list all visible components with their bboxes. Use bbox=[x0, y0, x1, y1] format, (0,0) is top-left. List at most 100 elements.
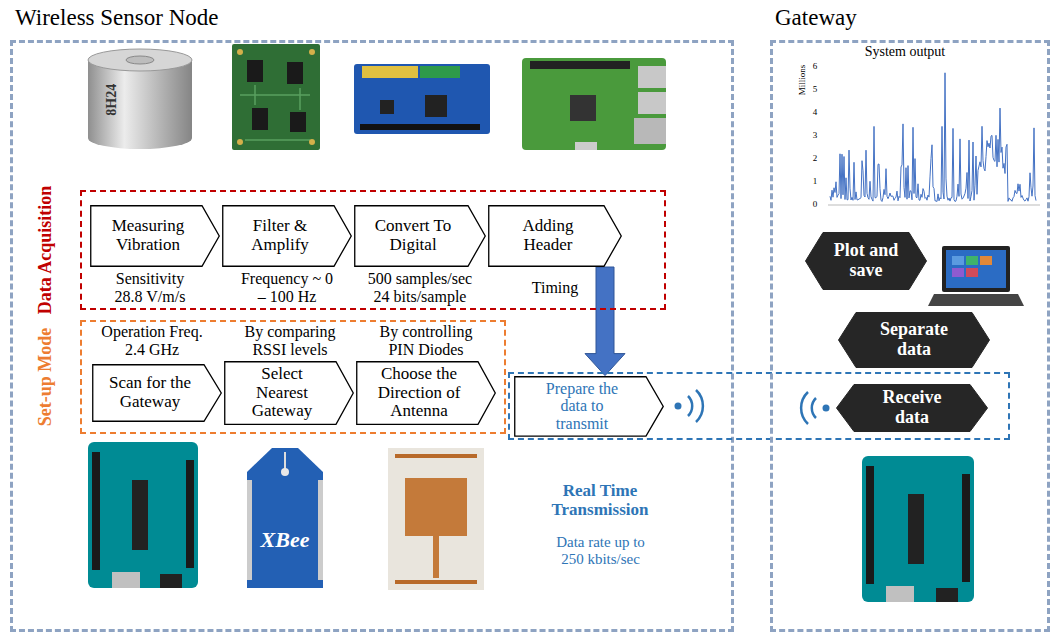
usb-port bbox=[886, 586, 914, 602]
group-title: Real Time Transmission bbox=[545, 482, 655, 519]
tile bbox=[952, 268, 964, 277]
process-text: Prepare the data to transmit bbox=[536, 380, 628, 433]
annotation-label: Timing bbox=[515, 279, 595, 297]
process-arrow: Choose the Direction of Antenna bbox=[356, 361, 496, 425]
pentagon-shape bbox=[357, 362, 496, 425]
hexagon-shape bbox=[806, 233, 927, 290]
power-jack bbox=[936, 588, 958, 602]
terminal-block bbox=[362, 66, 418, 78]
pad bbox=[237, 139, 243, 145]
signal-arc bbox=[812, 398, 816, 418]
annotation-label: Sensitivity 28.8 V/m/s bbox=[103, 270, 198, 305]
process-arrow: Convert To Digital bbox=[354, 205, 486, 267]
process-arrow: Filter & Amplify bbox=[222, 205, 352, 267]
output-chart bbox=[828, 73, 1040, 205]
process-arrow: Adding Header bbox=[488, 205, 622, 267]
axis-tick: 4 bbox=[813, 108, 818, 118]
tile bbox=[952, 256, 964, 265]
antenna-base bbox=[281, 468, 289, 476]
mcu-chip bbox=[908, 494, 924, 564]
dac-chip bbox=[380, 100, 394, 114]
arduino-board bbox=[88, 442, 198, 588]
xbee-pins bbox=[247, 480, 252, 580]
laptop-base bbox=[928, 294, 1024, 306]
process-text: Measuring Vibration bbox=[98, 217, 198, 254]
arduino-board bbox=[862, 456, 974, 602]
axis-tick: 0 bbox=[813, 200, 818, 210]
pcb-traces bbox=[240, 85, 310, 140]
signal-arc bbox=[801, 392, 808, 424]
patch-antenna bbox=[388, 448, 484, 590]
block-arrow bbox=[585, 267, 625, 376]
process-text: Separate data bbox=[869, 320, 959, 360]
chart-series-group bbox=[830, 73, 1036, 202]
part-marking: 8H24 bbox=[104, 84, 119, 116]
adda-pcb bbox=[354, 64, 490, 134]
process-text: Choose the Direction of Antenna bbox=[373, 365, 465, 421]
group-title: Set-up Mode bbox=[36, 328, 56, 427]
annotation-label: By controlling PIN Diodes bbox=[369, 323, 484, 358]
pentagon-shape bbox=[223, 206, 352, 267]
feed-line bbox=[433, 536, 439, 578]
process-text: Select Nearest Gateway bbox=[242, 365, 322, 421]
pcb-board bbox=[232, 44, 320, 150]
geophone-sensor bbox=[88, 49, 192, 149]
pad bbox=[309, 139, 315, 145]
signal-arc bbox=[688, 396, 692, 416]
pad bbox=[309, 49, 315, 55]
antenna-substrate bbox=[388, 448, 484, 590]
process-text: Receive data bbox=[872, 388, 952, 428]
ic-chip bbox=[290, 112, 306, 132]
process-arrow: Measuring Vibration bbox=[90, 205, 220, 267]
pentagon-shape bbox=[355, 206, 486, 267]
sensor-top bbox=[88, 49, 192, 71]
pentagon-shape bbox=[93, 365, 222, 422]
xbee-module bbox=[247, 448, 323, 588]
usb-port bbox=[638, 92, 666, 114]
sensor-bottom bbox=[88, 127, 192, 149]
wireless-symbol bbox=[801, 392, 829, 424]
pad bbox=[237, 49, 243, 55]
pin-header bbox=[962, 474, 970, 582]
axis-tick: 6 bbox=[813, 62, 818, 72]
xbee-pins bbox=[318, 480, 323, 580]
laptop bbox=[928, 246, 1024, 306]
xbee-antenna bbox=[284, 452, 286, 470]
antenna-patch bbox=[405, 478, 467, 536]
raspberry-pi bbox=[522, 58, 666, 150]
ic-chip bbox=[287, 62, 303, 84]
annotation-label: Frequency ~ 0 – 100 Hz bbox=[237, 270, 337, 305]
laptop-display bbox=[946, 250, 1006, 288]
adda-board bbox=[354, 64, 490, 134]
mcu-chip bbox=[132, 480, 148, 550]
parasitic-strip bbox=[395, 580, 477, 584]
axis-tick: 3 bbox=[813, 131, 818, 141]
axis-tick: 5 bbox=[813, 85, 818, 95]
process-hexagon: Plot and save bbox=[805, 232, 927, 290]
pin-header bbox=[186, 460, 194, 568]
process-arrow: Scan for the Gateway bbox=[92, 364, 222, 422]
transmission-frame: Real Time TransmissionData rate up to 25… bbox=[508, 372, 1010, 440]
gateway-frame: GatewayPlot and saveSeparate data bbox=[770, 40, 1050, 632]
process-text: Filter & Amplify bbox=[230, 217, 330, 254]
pentagon-shape bbox=[515, 376, 664, 435]
axis-unit: Millions bbox=[798, 65, 808, 96]
annotation-label: 500 samples/sec 24 bits/sample bbox=[363, 270, 478, 305]
axis-tick: 1 bbox=[813, 177, 818, 187]
sensor-hub bbox=[126, 56, 154, 64]
annotation-label: Operation Freq. 2.4 GHz bbox=[92, 323, 212, 358]
signal-arc bbox=[696, 390, 703, 422]
ic-chip bbox=[252, 108, 268, 130]
usb-port bbox=[638, 66, 666, 88]
ic-chip bbox=[247, 60, 263, 82]
pin-header bbox=[866, 466, 874, 584]
hexagon-shape bbox=[839, 313, 990, 368]
arduino-pcb bbox=[862, 456, 974, 602]
tile bbox=[980, 256, 992, 265]
laptop-screen bbox=[942, 246, 1010, 292]
wireless-symbol bbox=[675, 390, 703, 422]
group-subtitle: Data rate up to 250 kbits/sec bbox=[548, 534, 653, 567]
terminal-block bbox=[420, 66, 460, 78]
parasitic-strip bbox=[395, 454, 477, 458]
